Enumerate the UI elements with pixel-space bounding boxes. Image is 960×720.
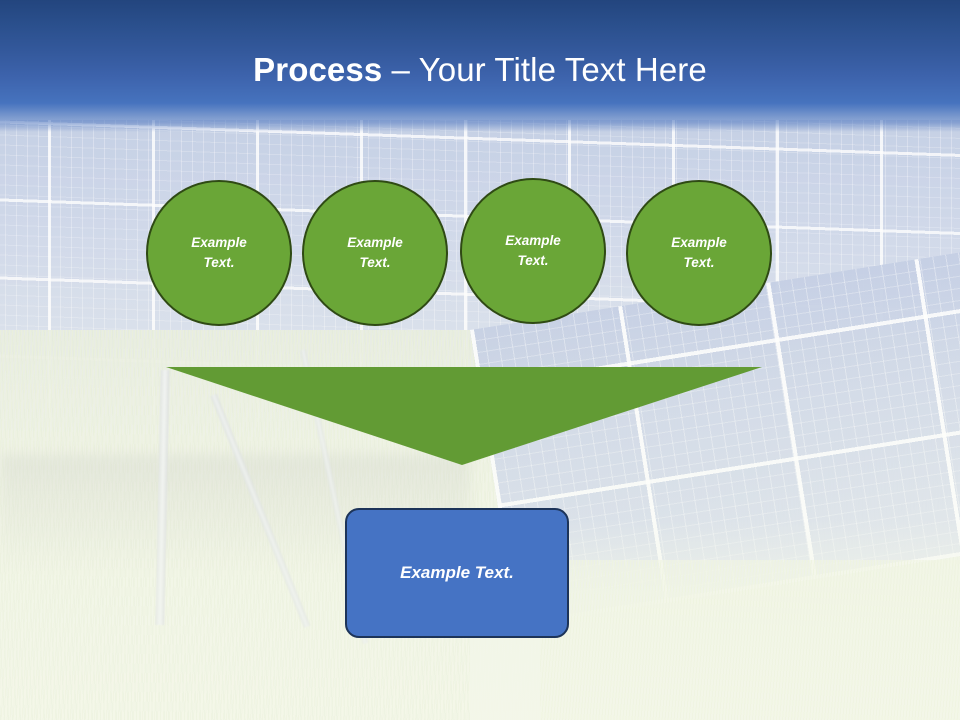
process-step-circle-3[interactable]: Example Text. (460, 178, 606, 324)
process-step-label-4: Example Text. (671, 235, 727, 270)
page-title-rest: – Your Title Text Here (382, 51, 707, 88)
title-banner (0, 0, 960, 132)
foreground-grass (540, 560, 960, 720)
process-step-circle-4[interactable]: Example Text. (626, 180, 772, 326)
process-step-label-2: Example Text. (347, 235, 403, 270)
page-title: Process – Your Title Text Here (0, 50, 960, 90)
process-step-label-1: Example Text. (191, 235, 247, 270)
down-arrow-icon (166, 367, 762, 465)
process-step-label-3: Example Text. (505, 233, 561, 268)
result-box-label: Example Text. (400, 563, 514, 582)
down-arrow[interactable] (166, 365, 762, 469)
page-title-bold: Process (253, 51, 383, 88)
process-step-circle-1[interactable]: Example Text. (146, 180, 292, 326)
process-step-circle-2[interactable]: Example Text. (302, 180, 448, 326)
result-box[interactable]: Example Text. (345, 508, 569, 638)
